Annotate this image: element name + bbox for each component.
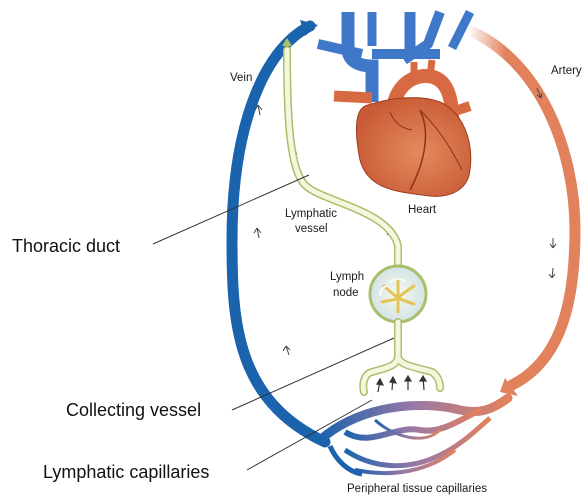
thoracic-duct-callout: Thoracic duct bbox=[12, 236, 120, 256]
collecting-vessel-callout: Collecting vessel bbox=[66, 400, 201, 420]
heart bbox=[318, 12, 471, 196]
collecting-vessel bbox=[363, 322, 440, 392]
artery-loop bbox=[468, 30, 575, 396]
peripheral-capillary-bed bbox=[320, 398, 508, 474]
lymphatic-vessel-label-line1: Lymphatic bbox=[285, 208, 337, 220]
callout-lines bbox=[153, 175, 394, 470]
lymph-node-label-line2: node bbox=[333, 287, 359, 299]
lymph-node bbox=[370, 266, 426, 322]
artery-label: Artery bbox=[551, 65, 582, 77]
lymph-inflow-arrows bbox=[377, 376, 426, 392]
lymphatic-capillaries-callout: Lymphatic capillaries bbox=[43, 462, 209, 482]
vein-label: Vein bbox=[230, 72, 252, 84]
lymphatic-vessel-label-line2: vessel bbox=[295, 223, 328, 235]
lymph-node-label-line1: Lymph bbox=[330, 271, 364, 283]
heart-label: Heart bbox=[408, 204, 437, 216]
peripheral-capillaries-label: Peripheral tissue capillaries bbox=[347, 483, 487, 495]
